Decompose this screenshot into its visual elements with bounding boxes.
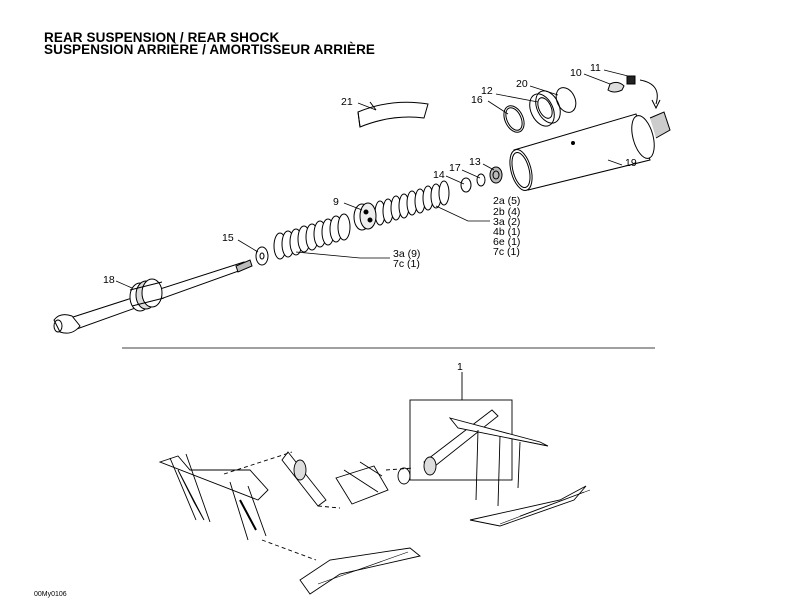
part-21-guard bbox=[357, 101, 429, 128]
part-9-piston bbox=[353, 202, 377, 231]
part-12-collar bbox=[529, 90, 561, 127]
callout-17: 17 bbox=[449, 162, 461, 174]
qty-item: 2a (5) bbox=[493, 195, 521, 207]
lower-spring-stack bbox=[273, 213, 351, 260]
part-15-washer bbox=[255, 246, 269, 266]
callout-13: 13 bbox=[469, 156, 481, 168]
callout-18: 18 bbox=[103, 274, 115, 286]
qty-item: 4b (1) bbox=[493, 226, 521, 238]
callout-9: 9 bbox=[333, 196, 339, 208]
callout-20: 20 bbox=[516, 78, 528, 90]
upper-spring-stack bbox=[374, 180, 450, 226]
part-19-cylinder bbox=[509, 111, 671, 191]
title-french: SUSPENSION ARRIÈRE / AMORTISSEUR ARRIÈRE bbox=[44, 42, 376, 57]
qty-item: 2b (4) bbox=[493, 206, 521, 218]
drawing-code: 00My0106 bbox=[34, 591, 67, 598]
part-14-washer bbox=[460, 177, 472, 193]
qty-item: 3a (9) bbox=[393, 248, 421, 260]
callout-1: 1 bbox=[457, 361, 463, 373]
callout-21: 21 bbox=[341, 96, 353, 108]
callout-12: 12 bbox=[481, 85, 493, 97]
leader-lines bbox=[115, 69, 629, 289]
callout-16: 16 bbox=[471, 94, 483, 106]
part-17-washer bbox=[476, 173, 486, 187]
part-18-shaft bbox=[53, 259, 253, 334]
title-english: REAR SUSPENSION / REAR SHOCK bbox=[44, 30, 280, 45]
part-16-ring bbox=[503, 105, 525, 133]
part-20-disc bbox=[555, 87, 577, 113]
callout-11: 11 bbox=[590, 62, 601, 74]
qty-item: 7c (1) bbox=[393, 258, 420, 270]
callout-10: 10 bbox=[570, 67, 582, 79]
part-11-valve bbox=[626, 75, 661, 110]
callout-14: 14 bbox=[433, 169, 445, 181]
callout-15: 15 bbox=[222, 232, 234, 244]
qty-item: 3a (2) bbox=[493, 216, 521, 228]
part-10-cap bbox=[607, 81, 625, 93]
part-13-nut bbox=[489, 166, 503, 184]
qty-item: 6e (1) bbox=[493, 236, 521, 248]
suspension-overview bbox=[158, 372, 591, 595]
callout-19: 19 bbox=[625, 157, 637, 169]
qty-item: 7c (1) bbox=[493, 246, 520, 258]
